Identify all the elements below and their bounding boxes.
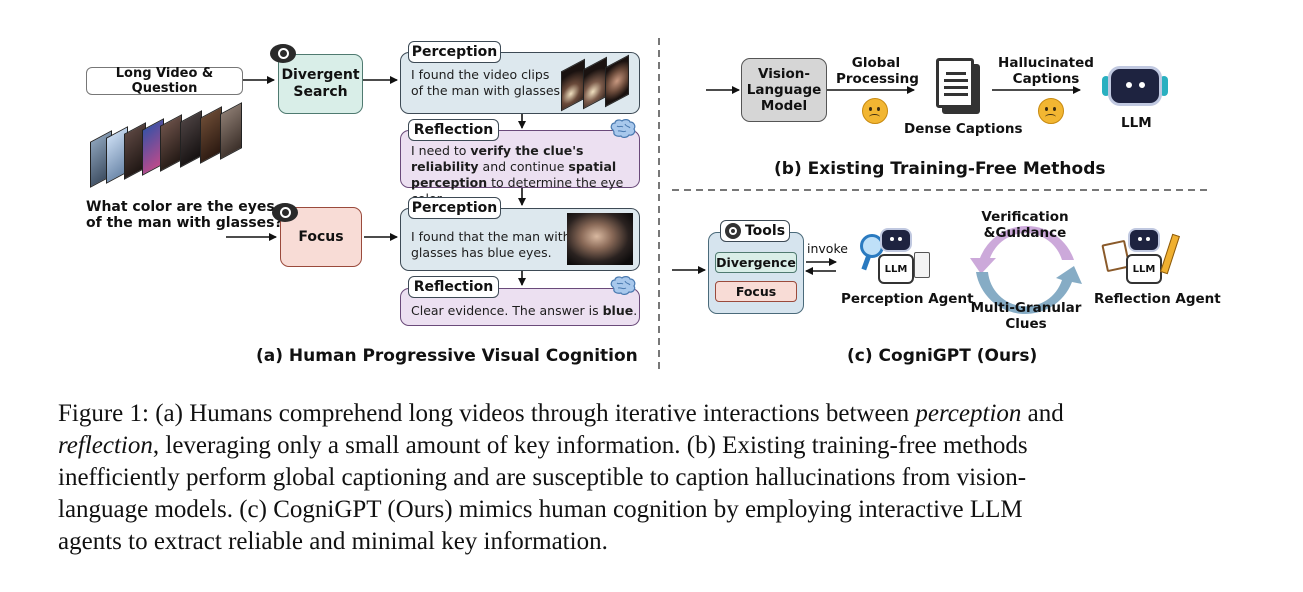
clip-thumbnails	[561, 54, 633, 112]
eye-icon	[724, 223, 741, 239]
sad-face-icon	[1038, 98, 1064, 124]
figure-caption: Figure 1: (a) Humans comprehend long vid…	[58, 398, 1248, 558]
eye-icon	[270, 44, 296, 63]
eye-icon	[272, 203, 298, 222]
reflection-step-2: Clear evidence. The answer is blue.	[400, 288, 640, 326]
brain-icon	[609, 118, 637, 145]
tool-focus: Focus	[715, 281, 797, 302]
reflection-text-2: Clear evidence. The answer is blue.	[411, 303, 638, 318]
reflection-tab-1: Reflection	[408, 119, 499, 141]
perception-agent-icon: LLM	[860, 228, 930, 292]
invoke-label: invoke	[807, 241, 848, 256]
document-icon	[934, 58, 982, 116]
caption-line: inefficiently perform global captioning …	[58, 464, 1027, 491]
caption-line: Figure 1: (a) Humans comprehend long vid…	[58, 400, 1064, 427]
scroll-icon	[914, 252, 930, 278]
perception-tab-1: Perception	[408, 41, 501, 63]
caption-line: language models. (c) CogniGPT (Ours) mim…	[58, 496, 1023, 523]
divergent-label-1: Divergent	[281, 67, 360, 83]
perception-agent-label: Perception Agent	[841, 291, 974, 307]
tool-divergence: Divergence	[715, 252, 797, 273]
reflection-agent-label: Reflection Agent	[1094, 291, 1221, 307]
long-video-question-box: Long Video & Question	[86, 66, 243, 96]
caption-line: agents to extract reliable and minimal k…	[58, 528, 608, 555]
caption-line: reflection, leveraging only a small amou…	[58, 432, 1028, 459]
panel-a-subtitle: (a) Human Progressive Visual Cognition	[256, 346, 638, 366]
video-frames-image	[88, 102, 258, 196]
input-label: Long Video & Question	[115, 66, 214, 96]
dense-captions-label: Dense Captions	[904, 121, 1023, 137]
reflection-agent-icon: LLM	[1101, 228, 1180, 292]
tools-tab: Tools	[720, 220, 790, 242]
brain-icon	[609, 275, 637, 301]
question-text: What color are the eyes of the man with …	[86, 199, 283, 231]
hallucinated-captions-label: Hallucinated Captions	[998, 55, 1094, 87]
robot-icon	[1102, 66, 1168, 108]
reflection-tab-2: Reflection	[408, 276, 499, 298]
face-closeup-image	[567, 213, 633, 265]
perception-tab-2: Perception	[408, 197, 501, 219]
panel-c-subtitle: (c) CogniGPT (Ours)	[847, 346, 1038, 366]
cycle-bottom-label: Multi-Granular Clues	[970, 300, 1082, 332]
vlm-box: Vision- Language Model	[741, 58, 827, 122]
global-processing-label: Global Processing	[836, 55, 919, 87]
divergent-label-2: Search	[293, 84, 348, 100]
divergent-search-box: Divergent Search	[278, 54, 363, 114]
panel-b-subtitle: (b) Existing Training-Free Methods	[774, 159, 1106, 179]
cycle-top-label: Verification &Guidance	[981, 209, 1069, 241]
llm-label: LLM	[1121, 115, 1152, 131]
pencil-icon	[1160, 233, 1180, 275]
sad-face-icon	[862, 98, 888, 124]
